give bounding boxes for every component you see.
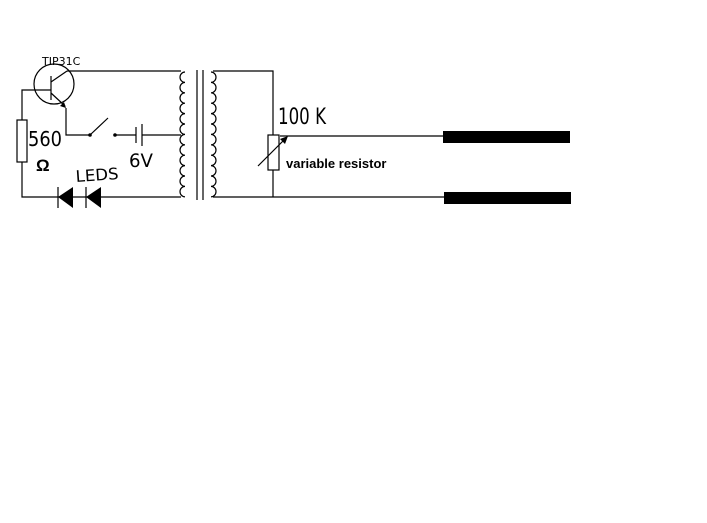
output-electrode-bottom <box>444 192 571 204</box>
pot-value: 100 K <box>278 105 326 130</box>
led-diodes <box>57 187 101 208</box>
output-electrode-top <box>443 131 570 143</box>
resistor-symbol <box>16 119 28 163</box>
resistor-value: 560 <box>28 127 62 151</box>
transformer-symbol <box>179 70 217 200</box>
transistor-label: TIP31C <box>41 55 81 68</box>
transistor-symbol <box>33 63 75 108</box>
battery-symbol <box>135 124 143 146</box>
variable-resistor-symbol <box>257 134 288 171</box>
resistor-unit: Ω <box>36 156 50 175</box>
leds-label: LEDS <box>75 164 119 186</box>
switch-contact <box>113 133 117 137</box>
pot-label: variable resistor <box>286 156 386 171</box>
switch-pivot <box>88 133 92 137</box>
wires <box>21 70 444 198</box>
battery-label: 6V <box>129 150 153 172</box>
